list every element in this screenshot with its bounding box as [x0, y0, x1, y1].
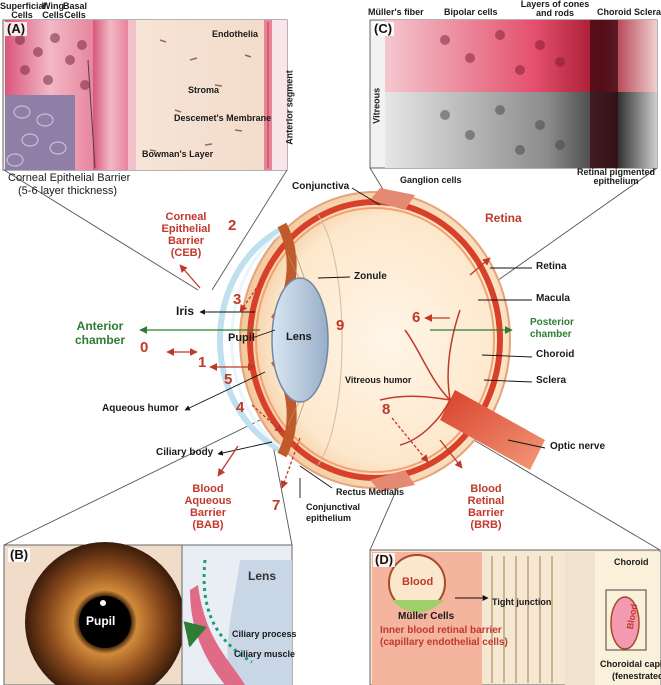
label-anterior-chamber-2: chamber — [74, 333, 126, 347]
label-stroma: Stroma — [188, 85, 220, 95]
label-posterior-chamber-2: chamber — [530, 329, 572, 340]
route-number-0: 0 — [140, 339, 149, 356]
label-brb-line1: Blood — [470, 483, 502, 495]
route-number-6: 6 — [412, 309, 421, 326]
label-optic-nerve: Optic nerve — [550, 441, 606, 452]
label-conjunctival-epithelium-2: epithelium — [306, 513, 352, 523]
label-lens-b: Lens — [248, 569, 277, 583]
label-ciliary-process: Ciliary process — [232, 629, 297, 639]
label-conjunctival-epithelium-1: Conjunctival — [306, 502, 361, 512]
label-brb-line2: Retinal — [467, 495, 505, 507]
label-choroid-d: Choroid — [614, 557, 649, 567]
label-bab-line2: Aqueous — [184, 495, 232, 507]
label-ciliary-muscle: Ciliary muscle — [234, 649, 296, 659]
caption-corneal-epithelial-barrier: Corneal Epithelial Barrier — [8, 172, 131, 184]
label-ceb-line2: Epithelial — [161, 223, 211, 235]
label-pupil: Pupil — [228, 332, 255, 344]
label-wing-cells: Wing Cells — [42, 1, 64, 21]
panel-b-photo — [3, 542, 293, 685]
panel-c-tag: (C) — [372, 21, 395, 36]
label-ciliary-body: Ciliary body — [156, 447, 214, 458]
route-number-2: 2 — [228, 217, 237, 234]
label-tight-junction: Tight junction — [492, 597, 552, 607]
label-sclera: Sclera — [536, 375, 567, 386]
label-choroid: Choroid — [536, 349, 575, 360]
label-retina-region: Retina — [485, 211, 522, 225]
label-anterior-chamber-1: Anterior — [76, 319, 124, 333]
label-lens: Lens — [286, 331, 312, 343]
label-retina: Retina — [536, 261, 567, 272]
label-ceb-line3: Barrier — [167, 235, 205, 247]
route-number-5: 5 — [224, 371, 233, 388]
panel-b-tag: (B) — [8, 547, 31, 562]
label-blood-d: Blood — [402, 576, 434, 588]
label-choroidal-capillaries: Choroidal capilla — [600, 659, 661, 669]
label-muller-cells: Müller Cells — [398, 611, 455, 622]
panel-a-histology — [2, 19, 288, 171]
route-number-7: 7 — [272, 497, 281, 514]
eye-cross-section — [217, 188, 545, 492]
label-retinal-pigmented-epithelium: Retinal pigmented epithelium — [576, 167, 655, 187]
label-iris: Iris — [176, 304, 195, 318]
label-pointers — [184, 187, 546, 498]
label-brb-line3: Barrier — [467, 507, 505, 519]
panel-c-histology — [369, 19, 658, 169]
panel-d-schematic — [369, 549, 661, 685]
label-ganglion-cells: Ganglion cells — [400, 175, 462, 185]
label-fenestrated: (fenestrated) — [612, 671, 661, 681]
label-mullers-fiber: Müller's fiber — [368, 7, 424, 17]
barrier-arrows — [166, 257, 491, 489]
route-number-8: 8 — [382, 401, 391, 418]
label-bipolar-cells: Bipolar cells — [444, 7, 498, 17]
label-ceb-line4: (CEB) — [170, 247, 202, 259]
label-bab-line1: Blood — [192, 483, 224, 495]
label-anterior-segment: Anterior segment — [284, 70, 295, 145]
label-capillary-endothelial: (capillary endothelial cells) — [380, 637, 508, 648]
label-descemets-membrane: Descemet's Membrane — [174, 113, 272, 123]
label-vitreous-humor: Vitreous humor — [345, 375, 412, 385]
label-vitreous: Vitreous — [371, 87, 382, 124]
label-zonule: Zonule — [354, 271, 387, 282]
label-bab-line4: (BAB) — [192, 519, 224, 531]
label-rectus-medialis: Rectus Medialis — [336, 487, 405, 497]
route-number-1: 1 — [198, 354, 207, 371]
label-inner-blood-retinal-barrier: Inner blood retinal barrier — [380, 625, 502, 636]
route-number-3: 3 — [233, 291, 242, 308]
label-posterior-chamber-1: Posterior — [530, 317, 574, 328]
label-bab-line3: Barrier — [189, 507, 227, 519]
label-cones-rods: Layers of cones and rods — [520, 0, 590, 19]
label-basal-cells: Basal Cells — [62, 1, 88, 21]
label-pupil-photo: Pupil — [86, 614, 116, 628]
label-endothelia: Endothelia — [212, 29, 259, 39]
route-number-9: 9 — [336, 317, 345, 334]
panel-a-tag: (A) — [5, 21, 28, 36]
label-bowmans-layer: Bowman's Layer — [142, 149, 214, 159]
route-number-4: 4 — [236, 399, 245, 416]
label-ceb-line1: Corneal — [165, 211, 207, 223]
label-macula: Macula — [536, 293, 570, 304]
label-superficial-cells: Superficial Cells — [0, 1, 47, 21]
label-sclera-c: Sclera — [634, 7, 661, 17]
panel-d-tag: (D) — [373, 552, 396, 567]
label-conjunctiva: Conjunctiva — [292, 181, 350, 192]
label-aqueous-humor: Aqueous humor — [102, 403, 179, 414]
label-choroid-c: Choroid — [597, 7, 632, 17]
label-brb-line4: (BRB) — [470, 519, 502, 531]
caption-layer-thickness: (5-6 layer thickness) — [18, 185, 118, 197]
